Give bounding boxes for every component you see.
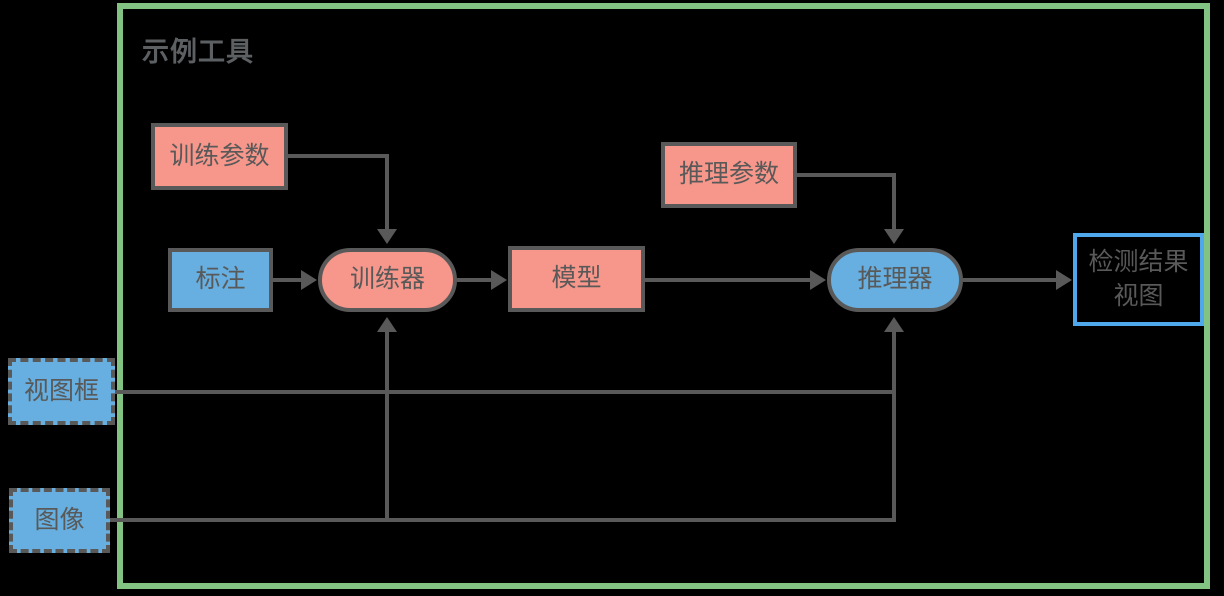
node-trainer: 训练器 [318, 248, 457, 312]
node-label: 推理参数 [678, 160, 779, 189]
node-view-frame: 视图框 [8, 358, 115, 425]
node-label: 标注 [195, 265, 246, 294]
edge-segment [457, 278, 493, 282]
node-label: 图像 [34, 505, 85, 534]
node-annotation: 标注 [168, 248, 273, 312]
diagram-title: 示例工具 [142, 37, 254, 67]
edge-segment [110, 518, 896, 522]
arrowhead-down-icon [377, 229, 397, 244]
edge-segment [385, 154, 389, 230]
arrowhead-right-icon [1056, 270, 1072, 290]
node-label: 模型 [551, 264, 602, 293]
node-label-line2: 视图 [1113, 281, 1164, 310]
node-label: 训练参数 [169, 141, 270, 170]
tool-container-frame [117, 3, 1210, 589]
node-image: 图像 [9, 488, 110, 553]
edge-segment [288, 154, 389, 158]
edge-segment [645, 278, 812, 282]
arrowhead-right-icon [810, 270, 826, 290]
node-training-params: 训练参数 [151, 123, 288, 190]
arrowhead-down-icon [884, 229, 904, 244]
node-inference-params: 推理参数 [661, 142, 797, 208]
node-detection-result-view: 检测结果 视图 [1073, 233, 1204, 326]
edge-segment [963, 278, 1058, 282]
arrowhead-up-icon [377, 317, 397, 332]
edge-segment [892, 331, 896, 522]
node-label: 训练器 [349, 265, 425, 294]
arrowhead-up-icon [884, 317, 904, 332]
node-model: 模型 [508, 246, 645, 312]
edge-segment [892, 173, 896, 230]
node-inferencer: 推理器 [827, 248, 963, 312]
arrowhead-right-icon [491, 270, 507, 290]
arrowhead-right-icon [301, 270, 317, 290]
edge-segment [115, 390, 896, 394]
node-label: 视图框 [23, 376, 99, 405]
node-label-line1: 检测结果 [1088, 247, 1189, 276]
node-label: 推理器 [857, 265, 933, 294]
edge-segment [273, 278, 303, 282]
edge-segment [385, 331, 389, 522]
edge-segment [797, 173, 896, 177]
